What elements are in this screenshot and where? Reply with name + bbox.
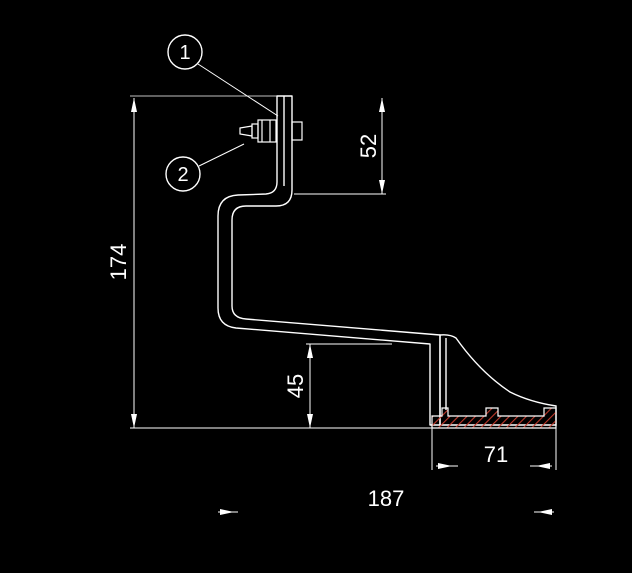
bolt-assembly	[239, 119, 303, 143]
dim-174-label: 174	[106, 244, 131, 281]
balloon-2-circle	[165, 156, 201, 192]
bolt-tip	[239, 125, 253, 137]
dimension-overall-height	[130, 95, 432, 429]
bracket-foot	[431, 334, 557, 429]
dim-71-arrow-left	[438, 463, 452, 469]
gusset-outline	[439, 334, 557, 426]
dimension-lower-height	[306, 343, 392, 428]
dim-52-arrow-bottom	[379, 180, 385, 194]
dim-45-label: 45	[283, 374, 308, 398]
balloon-1-leader	[197, 63, 279, 117]
base-section-hatch	[431, 407, 557, 429]
balloon-2-leader	[198, 143, 245, 167]
balloon-1-circle	[167, 34, 203, 70]
bolt-head	[291, 121, 303, 141]
dim-187-label: 187	[368, 486, 405, 511]
balloon-1-label: 1	[179, 42, 190, 64]
dim-174-arrow-bottom	[131, 414, 137, 428]
dim-187-arrow-left	[220, 509, 234, 515]
dim-71-arrow-right	[536, 463, 550, 469]
dimension-overall-width	[218, 509, 554, 515]
dim-45-arrow-bottom	[307, 414, 313, 428]
dim-45-arrow-top	[307, 344, 313, 358]
dim-52-arrow-top	[379, 98, 385, 112]
balloon-2-label: 2	[177, 164, 188, 186]
dim-174-arrow-top	[131, 98, 137, 112]
dim-52-label: 52	[356, 134, 381, 158]
balloon-2: 2	[165, 143, 245, 192]
dim-187-arrow-right	[538, 509, 552, 515]
dimension-top-offset	[294, 98, 386, 195]
dimension-foot-width	[431, 428, 557, 470]
balloon-1: 1	[167, 34, 279, 117]
dim-71-label: 71	[484, 442, 508, 467]
